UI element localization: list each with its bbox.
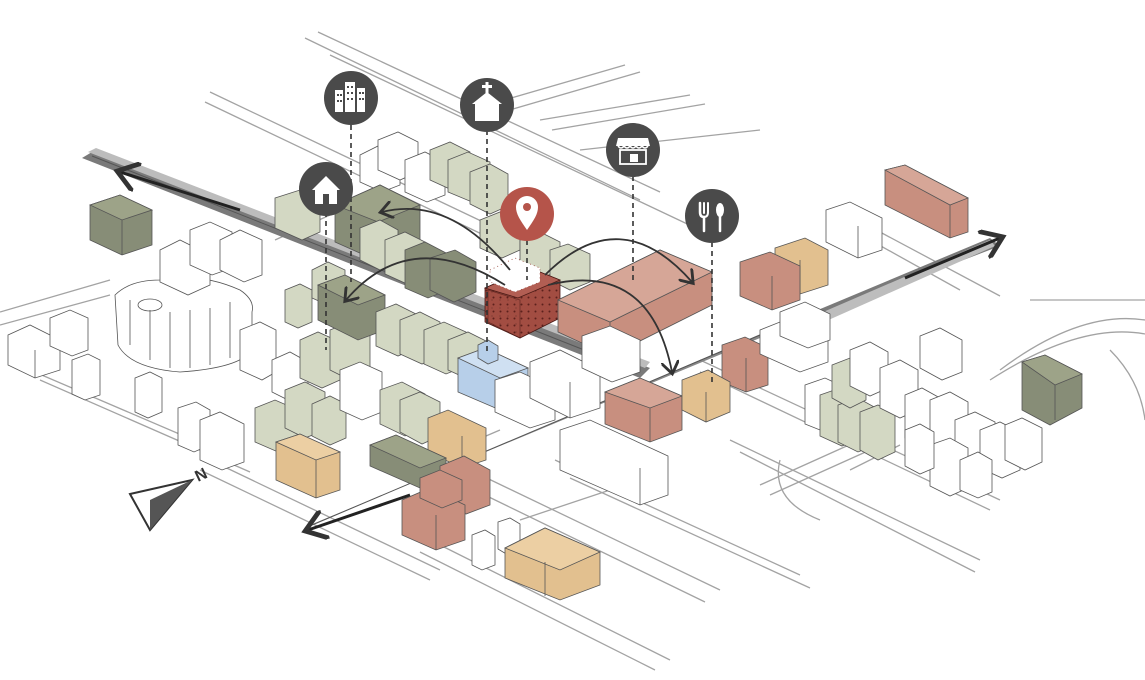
restaurant-icon bbox=[685, 189, 739, 243]
market-stall-icon bbox=[606, 123, 660, 177]
north-arrow-icon: N bbox=[130, 465, 210, 530]
office-buildings-icon bbox=[324, 71, 378, 125]
church-icon bbox=[460, 78, 514, 132]
west-block bbox=[8, 222, 382, 498]
residential-icon bbox=[299, 162, 353, 216]
north-arrow-label: N bbox=[193, 465, 211, 485]
site-location-pin-icon bbox=[500, 187, 554, 241]
